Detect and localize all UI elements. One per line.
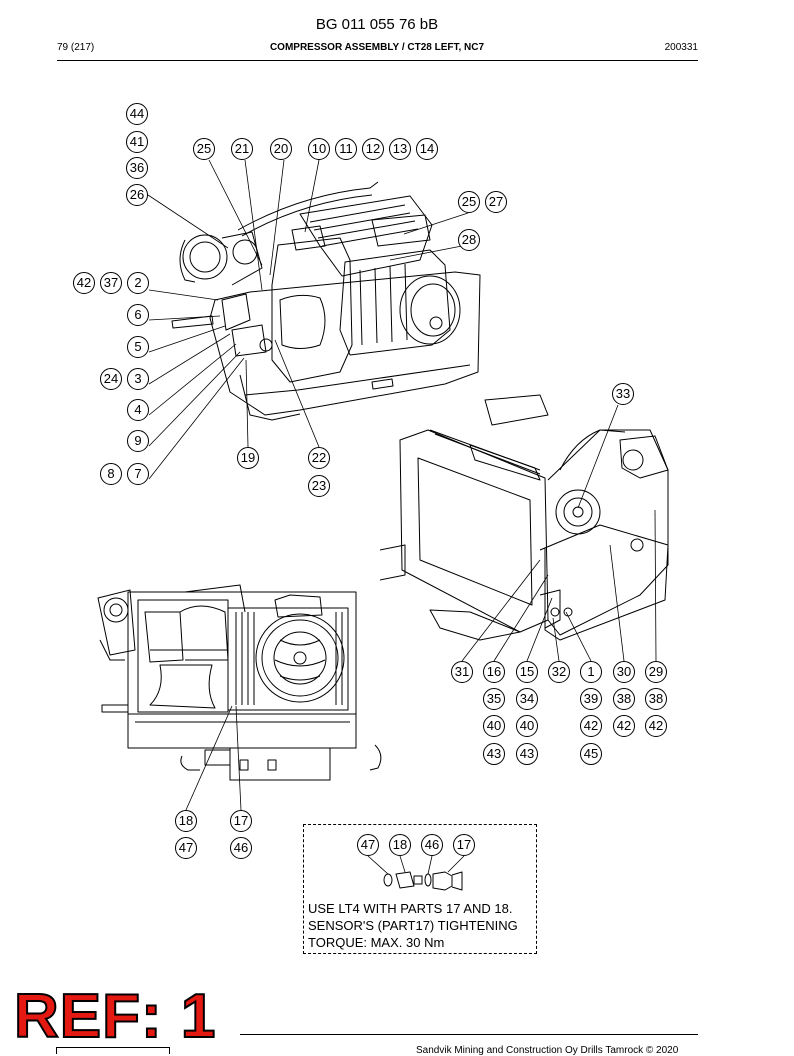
callout-38: 38 xyxy=(645,688,667,710)
callout-28: 28 xyxy=(458,229,480,251)
callout-45: 45 xyxy=(580,743,602,765)
callout-29: 29 xyxy=(645,661,667,683)
callout-17: 17 xyxy=(453,834,475,856)
page-title: COMPRESSOR ASSEMBLY / CT28 LEFT, NC7 xyxy=(269,42,485,53)
callout-43: 43 xyxy=(483,743,505,765)
callout-16: 16 xyxy=(483,661,505,683)
ref-stamp: REF: 1 xyxy=(13,981,217,1052)
note-box xyxy=(303,824,537,954)
callout-8: 8 xyxy=(100,463,122,485)
callout-13: 13 xyxy=(389,138,411,160)
callout-14: 14 xyxy=(416,138,438,160)
page-number: 79 (217) xyxy=(57,42,95,53)
callout-23: 23 xyxy=(308,475,330,497)
callout-42: 42 xyxy=(73,272,95,294)
callout-30: 30 xyxy=(613,661,635,683)
callout-18: 18 xyxy=(175,810,197,832)
callout-18: 18 xyxy=(389,834,411,856)
callout-25: 25 xyxy=(193,138,215,160)
callout-7: 7 xyxy=(127,463,149,485)
callout-3: 3 xyxy=(127,368,149,390)
callout-1: 1 xyxy=(580,661,602,683)
callout-15: 15 xyxy=(516,661,538,683)
callout-2: 2 xyxy=(127,272,149,294)
callout-43: 43 xyxy=(516,743,538,765)
callout-20: 20 xyxy=(270,138,292,160)
callout-42: 42 xyxy=(580,715,602,737)
logo-fragment xyxy=(56,1047,170,1054)
callout-26: 26 xyxy=(126,184,148,206)
document-id: BG 011 055 76 bB xyxy=(315,16,439,33)
callout-42: 42 xyxy=(645,715,667,737)
callout-27: 27 xyxy=(485,191,507,213)
callout-41: 41 xyxy=(126,131,148,153)
callout-39: 39 xyxy=(580,688,602,710)
compressor-view-side xyxy=(97,584,382,781)
callout-37: 37 xyxy=(100,272,122,294)
callout-46: 46 xyxy=(230,837,252,859)
callout-4: 4 xyxy=(127,399,149,421)
callout-40: 40 xyxy=(483,715,505,737)
callout-47: 47 xyxy=(357,834,379,856)
note-line-1: USE LT4 WITH PARTS 17 AND 18. xyxy=(308,901,513,916)
callout-6: 6 xyxy=(127,304,149,326)
note-line-3: TORQUE: MAX. 30 Nm xyxy=(308,935,445,950)
leader-lines xyxy=(147,159,657,875)
compressor-view-right xyxy=(379,394,669,641)
callout-42: 42 xyxy=(613,715,635,737)
callout-36: 36 xyxy=(126,157,148,179)
compressor-view-top-left xyxy=(171,181,481,421)
callout-46: 46 xyxy=(421,834,443,856)
note-line-2: SENSOR'S (PART17) TIGHTENING xyxy=(308,918,518,933)
callout-32: 32 xyxy=(548,661,570,683)
callout-34: 34 xyxy=(516,688,538,710)
callout-21: 21 xyxy=(231,138,253,160)
callout-9: 9 xyxy=(127,430,149,452)
callout-22: 22 xyxy=(308,447,330,469)
callout-25: 25 xyxy=(458,191,480,213)
callout-17: 17 xyxy=(230,810,252,832)
callout-40: 40 xyxy=(516,715,538,737)
callout-35: 35 xyxy=(483,688,505,710)
callout-10: 10 xyxy=(308,138,330,160)
callout-11: 11 xyxy=(335,138,357,160)
date-code: 200331 xyxy=(664,42,698,53)
callout-5: 5 xyxy=(127,336,149,358)
footer-rule xyxy=(240,1034,698,1035)
callout-12: 12 xyxy=(362,138,384,160)
callout-19: 19 xyxy=(237,447,259,469)
callout-47: 47 xyxy=(175,837,197,859)
callout-31: 31 xyxy=(451,661,473,683)
header-rule xyxy=(57,60,698,61)
callout-33: 33 xyxy=(612,383,634,405)
callout-38: 38 xyxy=(613,688,635,710)
callout-44: 44 xyxy=(126,103,148,125)
callout-24: 24 xyxy=(100,368,122,390)
footer-copyright: Sandvik Mining and Construction Oy Drill… xyxy=(416,1045,679,1056)
